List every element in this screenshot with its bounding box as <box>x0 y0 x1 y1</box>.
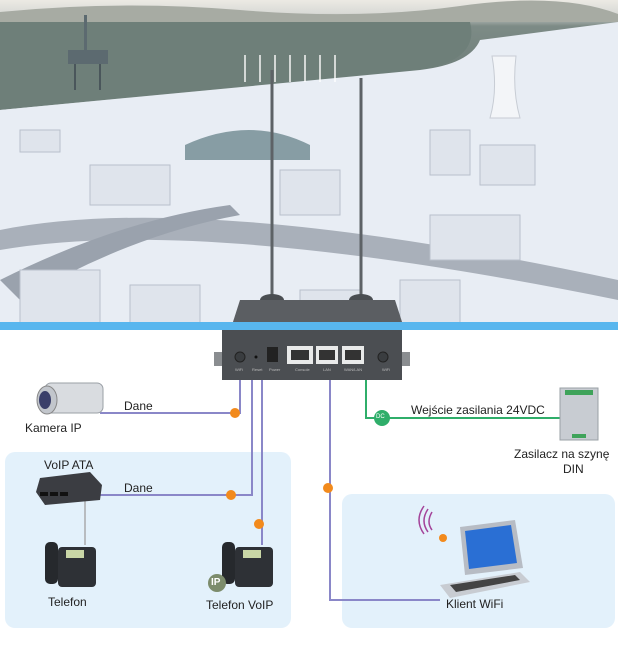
junction-ata <box>226 490 236 500</box>
ata-device-icon <box>36 472 102 505</box>
port-label-power: Power <box>269 367 281 372</box>
router <box>214 330 410 380</box>
camera-icon <box>36 382 104 415</box>
power-link-label: Wejście zasilania 24VDC <box>411 403 545 417</box>
junction-camera <box>230 408 240 418</box>
port-label-wifi-left: WiFi <box>235 367 243 372</box>
voip-phone-icon <box>208 542 273 592</box>
router-port-labels: WiFi Reset Power Console LAN WAN/LAN WiF… <box>232 367 407 377</box>
blue-band <box>0 322 618 330</box>
ip-badge: IP <box>211 577 221 588</box>
port-label-reset: Reset <box>252 367 263 372</box>
wifi-signal-icon <box>418 505 447 542</box>
scene-drawing <box>0 0 618 325</box>
ata-label: VoIP ATA <box>44 458 94 472</box>
port-label-lan: LAN <box>323 367 331 372</box>
industrial-scene-image <box>0 0 618 325</box>
port-label-wifi-right: WiFi <box>382 367 390 372</box>
psu-label-line1: Zasilacz na szynę <box>514 447 610 461</box>
psu-label-line2: DIN <box>563 462 584 476</box>
phone-icon <box>45 542 96 587</box>
wifi-client-label: Klient WiFi <box>446 597 504 611</box>
port-label-console: Console <box>295 367 310 372</box>
phone-label: Telefon <box>48 595 87 609</box>
junction-wifi <box>323 483 333 493</box>
voip-phone-label: Telefon VoIP <box>206 598 274 612</box>
dc-badge: DC <box>376 414 385 420</box>
camera-link-label: Dane <box>124 399 153 413</box>
ata-link-label: Dane <box>124 481 153 495</box>
junction-dots <box>226 408 333 529</box>
port-label-wan-lan: WAN/LAN <box>344 367 363 372</box>
laptop-icon <box>440 520 530 598</box>
din-psu-icon <box>559 387 599 441</box>
camera-label: Kamera IP <box>25 421 82 435</box>
dc-badge-circle <box>374 410 390 426</box>
junction-voip <box>254 519 264 529</box>
